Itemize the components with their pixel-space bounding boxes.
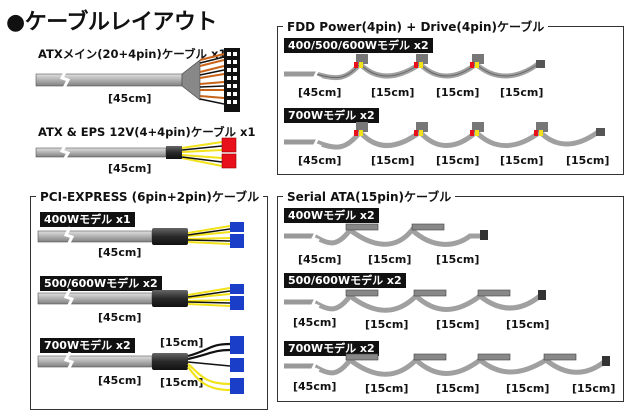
pcie-700-length: [45cm]	[98, 374, 142, 387]
sata-r2-seg-2: [15cm]	[436, 318, 480, 331]
fdd-r2-seg-3: [15cm]	[500, 154, 544, 167]
fdd-r1-badge: 400/500/600Wモデル x2	[284, 38, 433, 53]
atx-main-cable	[35, 48, 240, 112]
pcie-700-seg2: [15cm]	[160, 376, 204, 389]
sata-r2-badge: 500/600Wモデル x2	[284, 273, 406, 288]
sata-title: Serial ATA(15pin)ケーブル	[283, 188, 456, 205]
sata-r3-seg-2: [15cm]	[436, 382, 480, 395]
fdd-r2-cable	[284, 122, 605, 153]
fdd-r2-main: [45cm]	[298, 154, 342, 167]
sata-r2-seg-3: [15cm]	[506, 318, 550, 331]
fdd-r1-seg-2: [15cm]	[436, 86, 480, 99]
pcie-500-badge: 500/600Wモデル x2	[40, 276, 162, 291]
sata-r1-badge: 400Wモデル x2	[284, 208, 379, 223]
fdd-r2-seg-1: [15cm]	[371, 154, 415, 167]
sata-r2-seg-1: [15cm]	[365, 318, 409, 331]
sata-r2-cable	[284, 289, 546, 313]
atx-eps-label: ATX & EPS 12V(4+4pin)ケーブル x1	[38, 125, 256, 139]
pcie-700-cable	[37, 336, 244, 394]
sata-r3-seg-3: [15cm]	[506, 382, 550, 395]
fdd-r1-seg-1: [15cm]	[371, 86, 415, 99]
sata-r2-main: [45cm]	[293, 316, 337, 329]
pcie-500-cable	[37, 284, 244, 310]
atx-main-label: ATXメイン(20+4pin)ケーブル x1	[38, 47, 227, 61]
pcie-700-seg1: [15cm]	[160, 336, 204, 349]
fdd-r2-seg-4: [15cm]	[566, 154, 610, 167]
sata-r3-seg-4: [15cm]	[572, 382, 616, 395]
pcie-500-length: [45cm]	[98, 311, 142, 324]
fdd-r1-cable	[284, 54, 545, 85]
atx-main-length: [45cm]	[108, 92, 152, 105]
atx-eps-cable	[35, 137, 237, 169]
sata-r1-seg-1: [15cm]	[368, 253, 412, 266]
atx-eps-length: [45cm]	[108, 162, 152, 175]
page-title: ●ケーブルレイアウト	[6, 10, 217, 35]
sata-r1-main: [45cm]	[298, 253, 342, 266]
sata-r3-cable	[284, 353, 610, 377]
fdd-r2-seg-2: [15cm]	[436, 154, 480, 167]
sata-r3-badge: 700Wモデル x2	[284, 341, 379, 356]
sata-r1-seg-2: [15cm]	[436, 253, 480, 266]
fdd-title: FDD Power(4pin) + Drive(4pin)ケーブル	[283, 18, 549, 35]
fdd-r1-seg-3: [15cm]	[500, 86, 544, 99]
fdd-r1-main: [45cm]	[298, 86, 342, 99]
pcie-700-badge: 700Wモデル x2	[40, 338, 135, 353]
pcie-title: PCI-EXPRESS (6pin+2pin)ケーブル	[36, 188, 264, 205]
pcie-400-length: [45cm]	[98, 246, 142, 259]
pcie-400-badge: 400Wモデル x1	[40, 212, 135, 227]
sata-r1-cable	[284, 223, 488, 247]
fdd-r2-badge: 700Wモデル x2	[284, 108, 379, 123]
pcie-400-cable	[37, 222, 244, 248]
sata-r3-seg-1: [15cm]	[365, 382, 409, 395]
sata-r3-main: [45cm]	[293, 380, 337, 393]
